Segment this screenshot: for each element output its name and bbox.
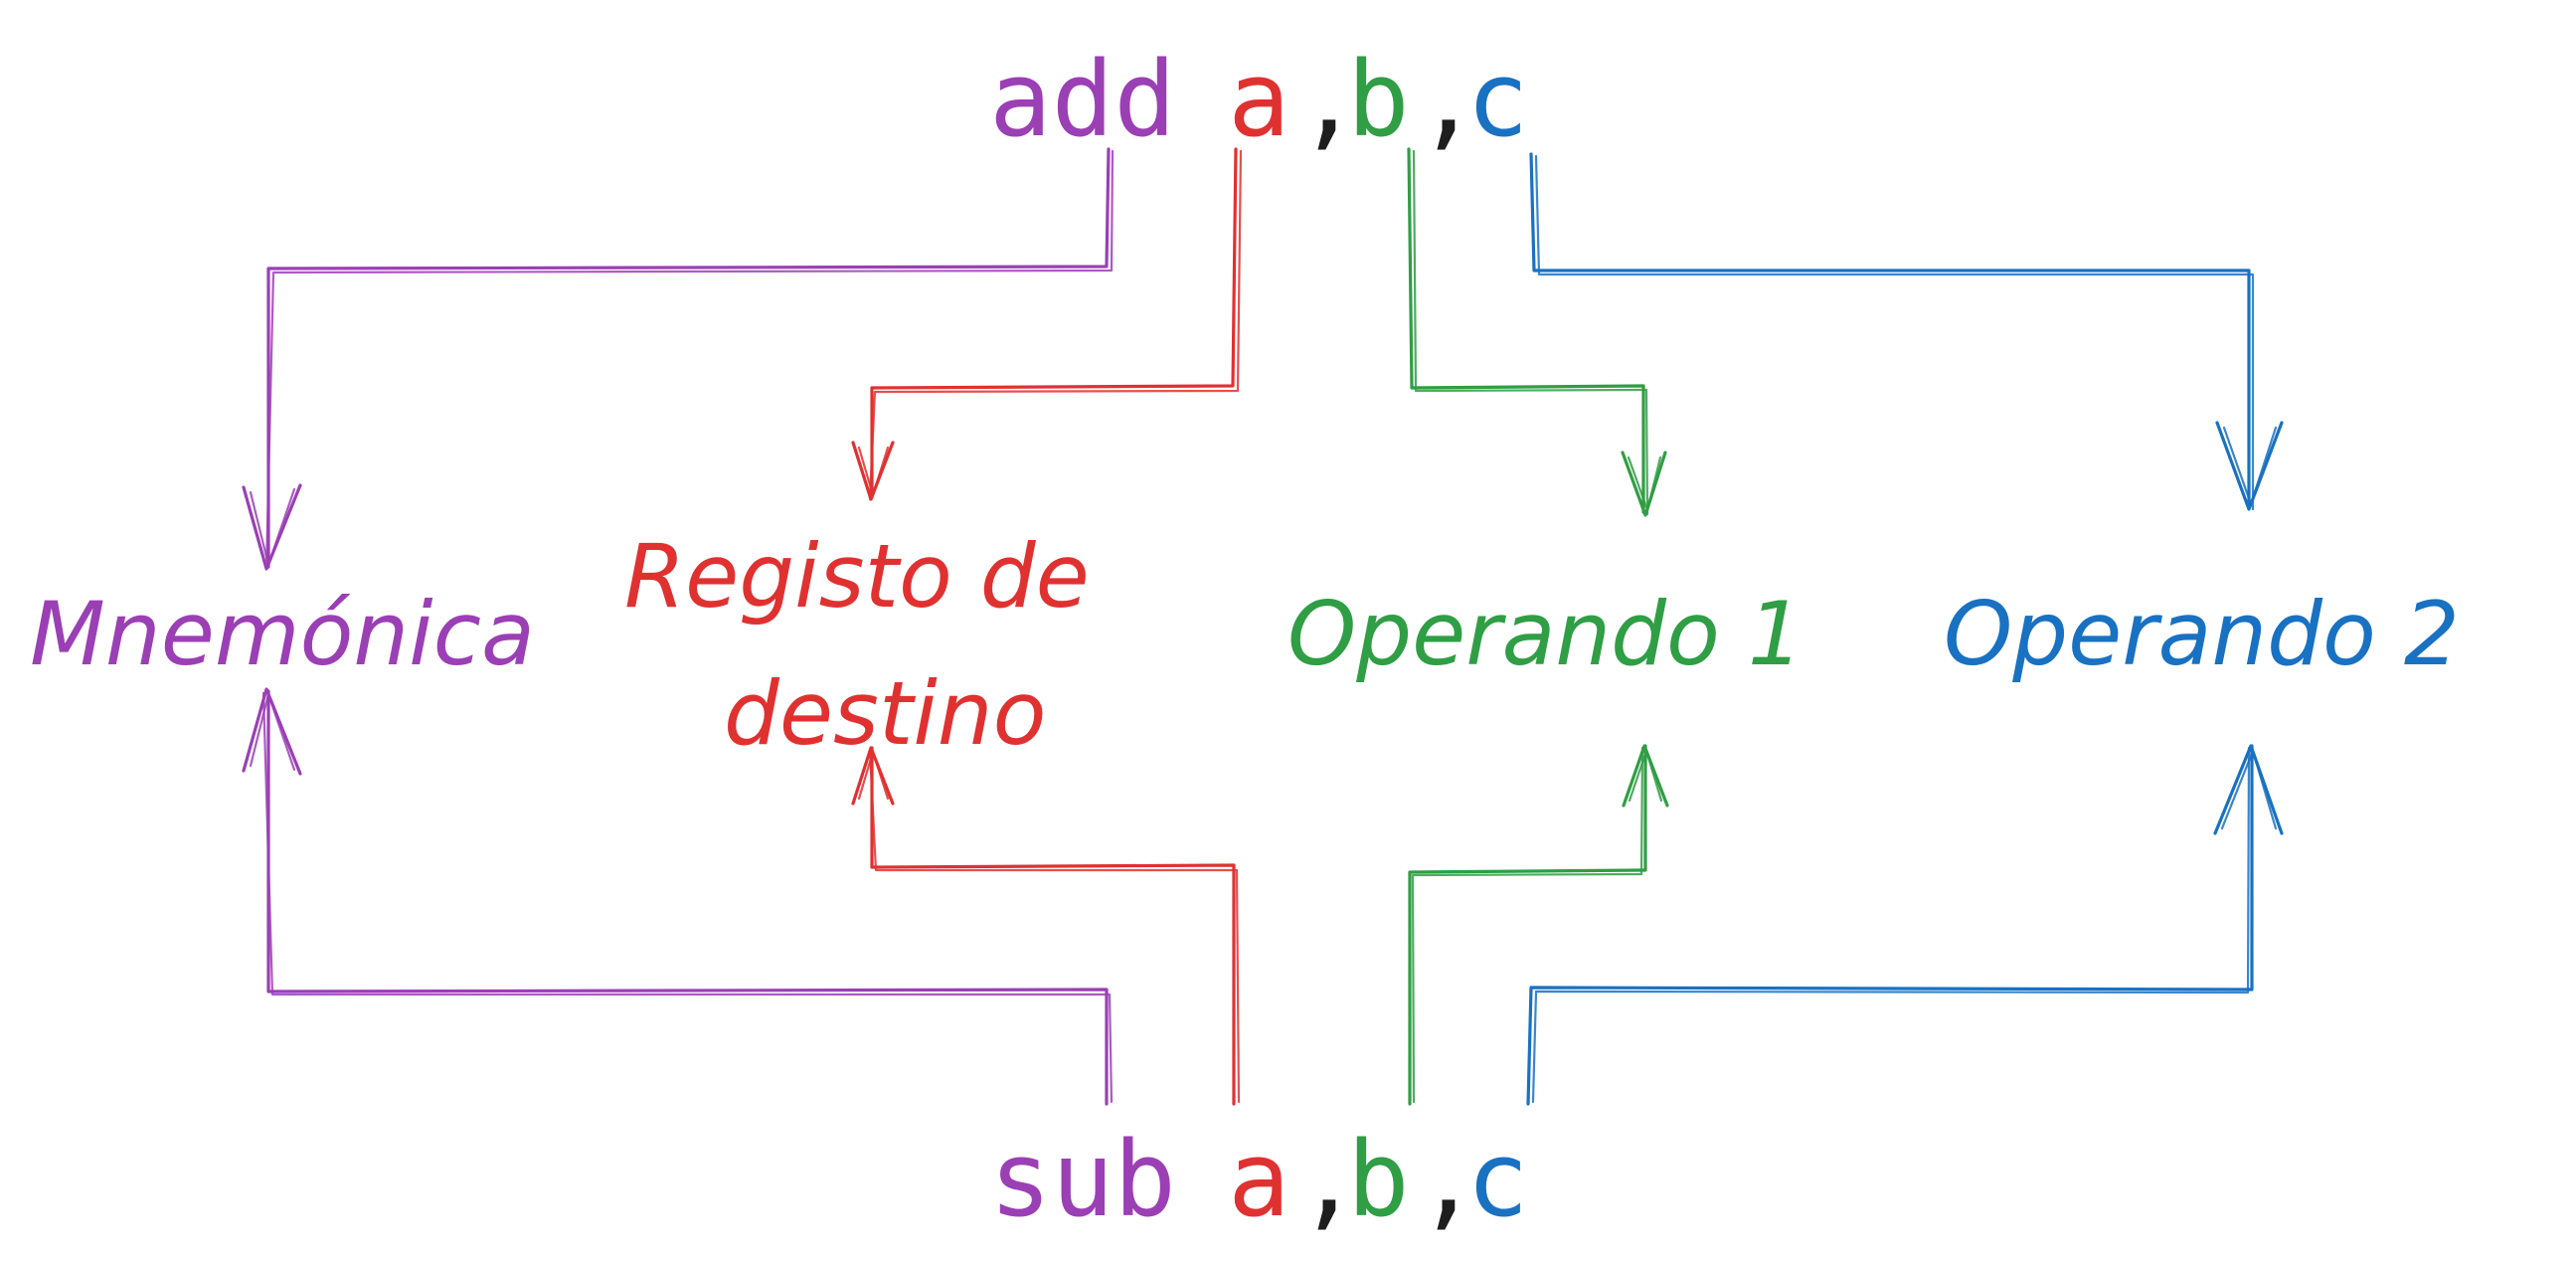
- sub-dest-register: a: [1228, 1119, 1290, 1240]
- connector-sub-to-dest: [851, 746, 1241, 1106]
- connector-add-to-operand-2: [1529, 152, 2284, 511]
- add-comma-1: ,: [1297, 39, 1360, 160]
- add-operand-2: c: [1466, 39, 1529, 160]
- label-operand-1: Operando 1: [1288, 583, 1803, 685]
- label-mnemonic: Mnemónica: [30, 583, 535, 685]
- sub-operand-1: b: [1347, 1119, 1410, 1240]
- add-instruction: add a , b , c: [989, 39, 1541, 160]
- label-operand-2: Operando 2: [1944, 583, 2460, 685]
- connector-add-to-mnemonic: [242, 147, 1115, 571]
- add-operand-1: b: [1347, 39, 1410, 160]
- connector-sub-to-operand-1: [1408, 744, 1669, 1106]
- add-comma-2: ,: [1417, 39, 1479, 160]
- label-dest-line-2: destino: [724, 662, 1046, 765]
- sub-comma-1: ,: [1297, 1119, 1360, 1240]
- sub-mnemonic: sub: [989, 1119, 1176, 1240]
- label-dest-line-1: Registo de: [624, 525, 1090, 628]
- add-mnemonic: add: [989, 39, 1176, 160]
- connector-sub-to-mnemonic: [242, 687, 1114, 1106]
- add-dest-register: a: [1228, 39, 1290, 160]
- connector-add-to-operand-1: [1407, 147, 1667, 517]
- sub-comma-2: ,: [1417, 1119, 1479, 1240]
- sub-operand-2: c: [1466, 1119, 1529, 1240]
- label-dest-register: Registo de destino: [624, 525, 1117, 765]
- sub-instruction: sub a , b , c: [989, 1119, 1541, 1240]
- connector-sub-to-operand-2: [1526, 744, 2284, 1106]
- connector-add-to-dest: [851, 147, 1243, 501]
